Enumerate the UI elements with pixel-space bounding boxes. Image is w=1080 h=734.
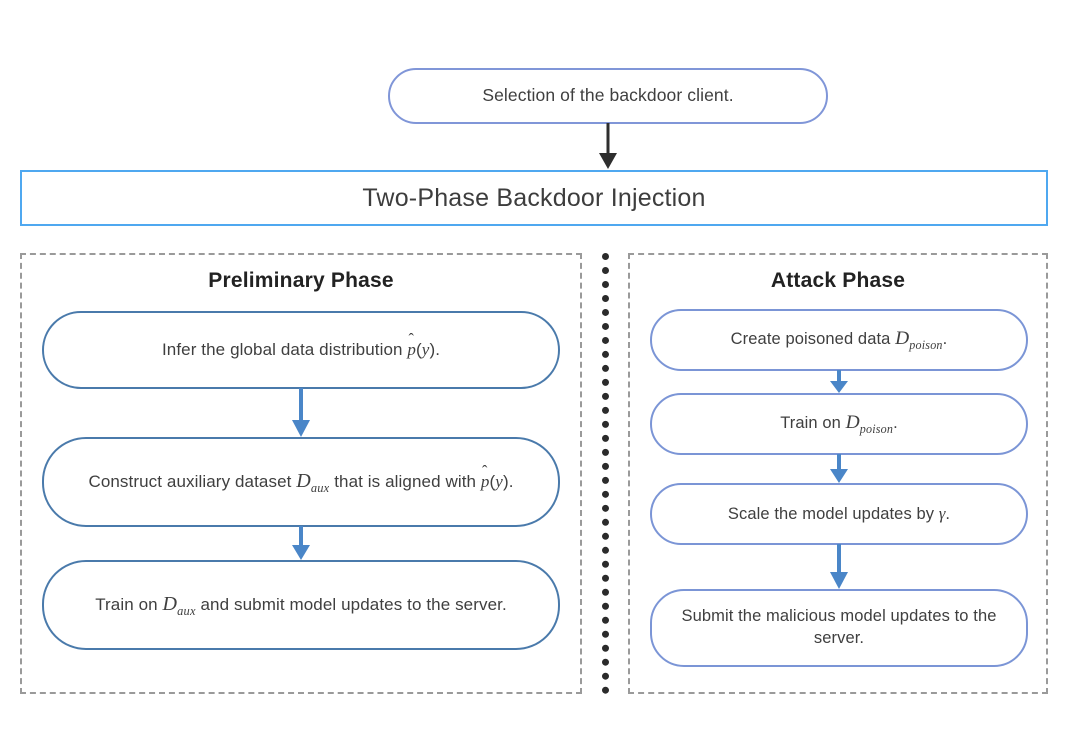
step-train-on-poison: Train on Dpoison. bbox=[650, 393, 1028, 455]
step-scale-model-updates: Scale the model updates by γ. bbox=[650, 483, 1028, 545]
panel-title-attack: Attack Phase bbox=[770, 269, 906, 292]
entry-node-selection: Selection of the backdoor client. bbox=[388, 68, 828, 124]
step-construct-auxiliary-dataset: Construct auxiliary dataset Daux that is… bbox=[42, 437, 560, 527]
arrow-attack-step3-to-step4 bbox=[830, 544, 848, 589]
phase-banner-label: Two-Phase Backdoor Injection bbox=[362, 183, 706, 212]
panel-attack-phase: Attack Phase bbox=[628, 253, 1048, 694]
step-infer-distribution: Infer the global data distribution p(y). bbox=[42, 311, 560, 389]
step-create-poisoned-data-label: Create poisoned data Dpoison. bbox=[730, 328, 948, 352]
arrow-attack-step2-to-step3 bbox=[830, 454, 848, 483]
arrow-attack-step1-to-step2 bbox=[830, 370, 848, 393]
step-submit-malicious-updates-label: Submit the malicious model updates to th… bbox=[681, 607, 997, 647]
panel-preliminary-phase: Preliminary Phase bbox=[20, 253, 582, 694]
step-create-poisoned-data: Create poisoned data Dpoison. bbox=[650, 309, 1028, 371]
step-train-and-submit: Train on Daux and submit model updates t… bbox=[42, 560, 560, 650]
step-scale-model-updates-label: Scale the model updates by γ. bbox=[727, 503, 951, 523]
step-infer-distribution-label: Infer the global data distribution p(y). bbox=[148, 339, 454, 361]
phase-banner: Two-Phase Backdoor Injection bbox=[20, 170, 1048, 226]
step-train-on-poison-label: Train on Dpoison. bbox=[780, 412, 898, 436]
step-construct-auxiliary-dataset-label: Construct auxiliary dataset Daux that is… bbox=[74, 468, 527, 496]
arrow-prelim-step1-to-step2 bbox=[292, 388, 310, 437]
entry-node-label: Selection of the backdoor client. bbox=[482, 85, 734, 106]
step-train-and-submit-label: Train on Daux and submit model updates t… bbox=[95, 592, 507, 618]
arrow-prelim-step2-to-step3 bbox=[292, 526, 310, 560]
arrow-entry-to-banner bbox=[599, 123, 617, 169]
panel-divider bbox=[602, 253, 609, 694]
step-submit-malicious-updates: Submit the malicious model updates to th… bbox=[650, 589, 1028, 667]
panel-title-preliminary: Preliminary Phase bbox=[208, 269, 394, 292]
